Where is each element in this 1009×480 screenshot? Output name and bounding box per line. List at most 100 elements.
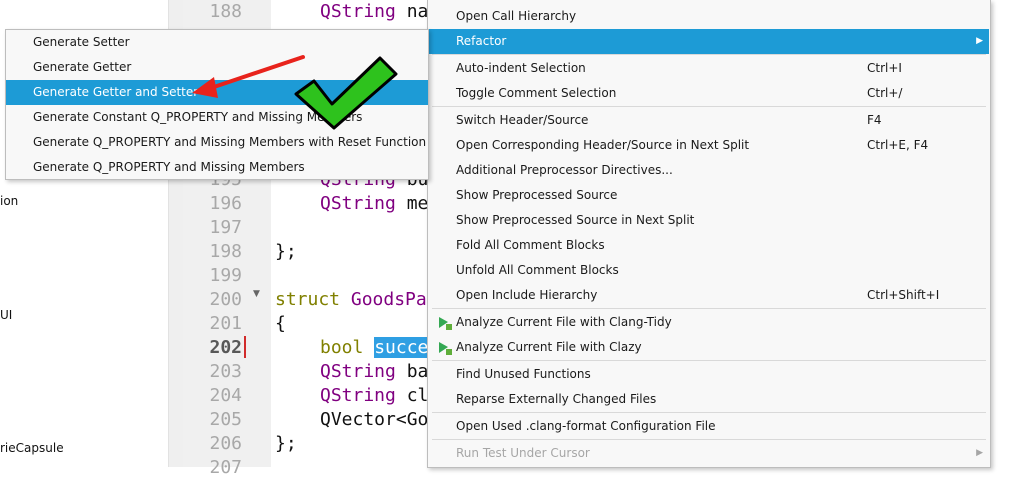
menu-item-label: Run Test Under Cursor	[456, 446, 590, 460]
menu-item-label: Reparse Externally Changed Files	[456, 392, 657, 406]
submenu-item-generate-constant-q-property-and-missing-members[interactable]: Generate Constant Q_PROPERTY and Missing…	[6, 105, 428, 130]
code-line[interactable]: };	[275, 240, 435, 264]
green-checkmark-icon	[294, 56, 398, 130]
code-token: QString	[320, 361, 407, 382]
submenu-item-generate-q-property-and-missing-members[interactable]: Generate Q_PROPERTY and Missing Members	[6, 155, 428, 180]
code-token: cl	[406, 385, 429, 406]
code-token: me	[406, 193, 429, 214]
line-number: 188	[209, 1, 242, 22]
line-number: 197	[209, 217, 242, 238]
menu-item-show-preprocessed-source-in-next-split[interactable]: Show Preprocessed Source in Next Split	[429, 208, 989, 233]
menu-item-label: Open Call Hierarchy	[456, 9, 577, 23]
code-token: succe	[374, 337, 429, 358]
line-number: 202	[209, 337, 242, 358]
menu-separator	[432, 439, 986, 440]
menu-item-label: Open Corresponding Header/Source in Next…	[456, 138, 750, 152]
menu-item-fold-all-comment-blocks[interactable]: Fold All Comment Blocks	[429, 233, 989, 258]
menu-separator	[432, 54, 986, 55]
menu-item-shortcut: Ctrl+I	[867, 61, 902, 75]
code-token: QString	[320, 385, 407, 406]
menu-item-analyze-current-file-with-clang-tidy[interactable]: Analyze Current File with Clang-Tidy	[429, 310, 989, 335]
menu-item-open-used-clang-format-configuration-file[interactable]: Open Used .clang-format Configuration Fi…	[429, 414, 989, 439]
tree-item[interactable]: rieCapsule	[0, 441, 64, 455]
code-token: QString	[320, 193, 407, 214]
menu-item-label: Open Used .clang-format Configuration Fi…	[456, 419, 716, 433]
menu-item-label: Show Preprocessed Source	[456, 188, 618, 202]
code-line[interactable]: QVector<Go	[320, 408, 480, 432]
submenu-arrow-icon: ▶	[976, 448, 983, 458]
tree-item[interactable]: UI	[0, 308, 13, 322]
code-line[interactable]: {	[275, 312, 435, 336]
line-number: 200	[209, 289, 242, 310]
line-number: 201	[209, 313, 242, 334]
submenu-item-generate-getter[interactable]: Generate Getter	[6, 55, 428, 80]
line-number: 204	[209, 385, 242, 406]
code-line[interactable]: QString me	[320, 192, 480, 216]
line-number: 196	[209, 193, 242, 214]
menu-item-show-preprocessed-source[interactable]: Show Preprocessed Source	[429, 183, 989, 208]
menu-item-label: Fold All Comment Blocks	[456, 238, 605, 252]
code-token: QString	[320, 1, 407, 22]
code-token: };	[275, 433, 297, 454]
line-number: 198	[209, 241, 242, 262]
menu-item-refactor[interactable]: Refactor ▶	[429, 29, 989, 54]
menu-separator	[432, 412, 986, 413]
menu-item-toggle-comment-selection[interactable]: Toggle Comment Selection Ctrl+/	[429, 81, 989, 106]
menu-item-label: Toggle Comment Selection	[456, 86, 617, 100]
code-token: na	[406, 1, 429, 22]
current-line-marker	[244, 336, 246, 358]
menu-separator	[432, 106, 986, 107]
code-line[interactable]: };	[275, 432, 435, 456]
line-number: 205	[209, 409, 242, 430]
menu-item-label: Unfold All Comment Blocks	[456, 263, 619, 277]
menu-item-additional-preprocessor-directives[interactable]: Additional Preprocessor Directives...	[429, 158, 989, 183]
submenu-arrow-icon: ▶	[976, 36, 983, 46]
submenu-item-generate-setter[interactable]: Generate Setter	[6, 30, 428, 55]
code-token: struct	[275, 289, 351, 310]
menu-item-open-call-hierarchy[interactable]: Open Call Hierarchy	[429, 4, 989, 29]
submenu-item-generate-q-property-and-missing-members-with-reset-function[interactable]: Generate Q_PROPERTY and Missing Members …	[6, 130, 428, 155]
menu-item-open-include-hierarchy[interactable]: Open Include Hierarchy Ctrl+Shift+I	[429, 283, 989, 308]
menu-item-reparse-externally-changed-files[interactable]: Reparse Externally Changed Files	[429, 387, 989, 412]
menu-item-find-unused-functions[interactable]: Find Unused Functions	[429, 362, 989, 387]
line-number: 207	[209, 457, 242, 478]
code-token: bool	[320, 337, 375, 358]
code-line[interactable]: QString cl	[320, 384, 480, 408]
menu-item-label: Open Include Hierarchy	[456, 288, 598, 302]
menu-item-shortcut: Ctrl+Shift+I	[867, 288, 940, 302]
code-line[interactable]: QString ba	[320, 360, 480, 384]
line-number: 206	[209, 433, 242, 454]
code-line[interactable]: QString na	[320, 0, 480, 24]
menu-item-shortcut: F4	[867, 113, 882, 127]
code-token: ba	[406, 361, 429, 382]
submenu-item-label: Generate Getter	[33, 60, 132, 74]
submenu-item-label: Generate Getter and Setter	[33, 85, 199, 99]
menu-item-label: Show Preprocessed Source in Next Split	[456, 213, 695, 227]
code-token: GoodsPa	[350, 289, 427, 310]
menu-item-label: Additional Preprocessor Directives...	[456, 163, 673, 177]
menu-item-shortcut: Ctrl+E, F4	[867, 138, 929, 152]
menu-item-label: Refactor	[456, 34, 507, 48]
submenu-item-label: Generate Q_PROPERTY and Missing Members	[33, 160, 305, 174]
menu-item-unfold-all-comment-blocks[interactable]: Unfold All Comment Blocks	[429, 258, 989, 283]
code-line[interactable]: bool succe	[320, 336, 480, 360]
analyze-run-icon	[439, 342, 452, 355]
code-token: QVector<Go	[320, 409, 429, 430]
menu-separator	[432, 308, 986, 309]
line-number: 199	[209, 265, 242, 286]
menu-item-analyze-current-file-with-clazy[interactable]: Analyze Current File with Clazy	[429, 335, 989, 360]
analyze-run-icon	[439, 317, 452, 330]
menu-item-label: Switch Header/Source	[456, 113, 589, 127]
menu-item-open-corresponding-header-source-in-next-split[interactable]: Open Corresponding Header/Source in Next…	[429, 133, 989, 158]
menu-separator	[432, 360, 986, 361]
submenu-item-label: Generate Q_PROPERTY and Missing Members …	[33, 135, 427, 149]
menu-item-switch-header-source[interactable]: Switch Header/Source F4	[429, 108, 989, 133]
submenu-item-label: Generate Constant Q_PROPERTY and Missing…	[33, 110, 363, 124]
tree-item[interactable]: ion	[0, 194, 19, 208]
menu-item-label: Analyze Current File with Clang-Tidy	[456, 315, 672, 329]
menu-item-shortcut: Ctrl+/	[867, 86, 903, 100]
fold-arrow-icon[interactable]: ▼	[253, 289, 260, 299]
code-line[interactable]: struct GoodsPa	[275, 288, 435, 312]
